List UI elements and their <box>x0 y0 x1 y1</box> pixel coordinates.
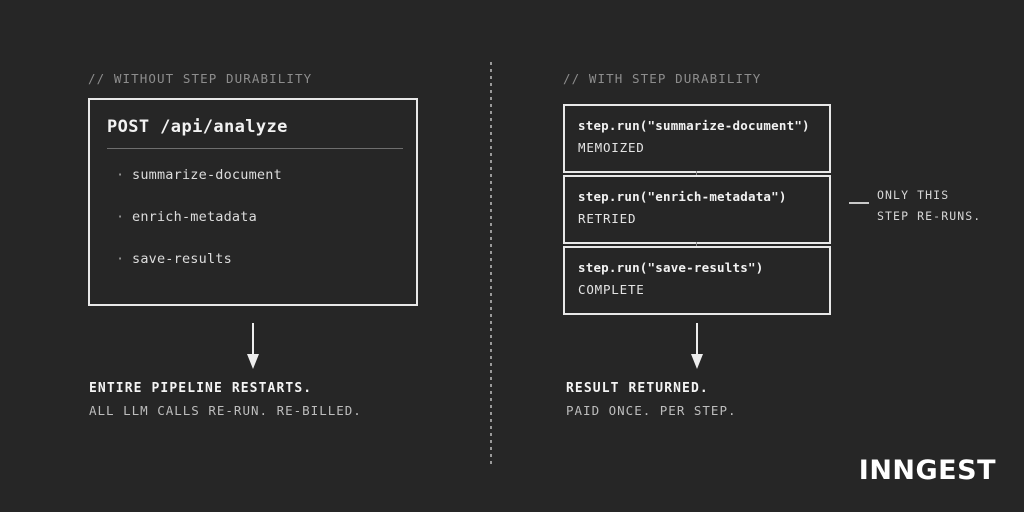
step-box-save-results: step.run("save-results") COMPLETE <box>563 246 831 315</box>
right-caption-primary: RESULT RETURNED. <box>566 381 709 396</box>
step-connector <box>696 242 697 246</box>
callout-leader-line <box>849 202 869 204</box>
arrow-stem <box>696 323 698 356</box>
bullet-icon: · <box>116 167 125 183</box>
arrow-head <box>691 354 703 369</box>
list-item: · enrich-metadata <box>116 209 257 225</box>
step-status-badge: MEMOIZED <box>578 140 645 155</box>
down-arrow-icon <box>247 323 259 369</box>
arrow-stem <box>252 323 254 356</box>
down-arrow-icon <box>691 323 703 369</box>
bullet-icon: · <box>116 251 125 267</box>
bullet-icon: · <box>116 209 125 225</box>
callout-line-2: STEP RE-RUNS. <box>877 209 982 223</box>
step-box-summarize-document: step.run("summarize-document") MEMOIZED <box>563 104 831 173</box>
monolith-endpoint-box: POST /api/analyze · summarize-document · e… <box>88 98 418 306</box>
list-item: · summarize-document <box>116 167 282 183</box>
left-caption-secondary: ALL LLM CALLS RE-RUN. RE-BILLED. <box>89 403 362 418</box>
endpoint-title: POST /api/analyze <box>107 117 288 137</box>
list-item: · save-results <box>116 251 232 267</box>
right-caption-secondary: PAID ONCE. PER STEP. <box>566 403 737 418</box>
list-item-label: enrich-metadata <box>132 209 257 225</box>
step-status-badge: RETRIED <box>578 211 637 226</box>
right-section-comment: // WITH STEP DURABILITY <box>563 71 762 86</box>
left-caption-primary: ENTIRE PIPELINE RESTARTS. <box>89 381 313 396</box>
inngest-logo: INNGEST <box>858 455 996 486</box>
step-call-label: step.run("save-results") <box>578 260 764 275</box>
list-item-label: summarize-document <box>132 167 282 183</box>
vertical-dotted-divider <box>490 62 492 464</box>
step-call-label: step.run("enrich-metadata") <box>578 189 787 204</box>
callout-line-1: ONLY THIS <box>877 188 950 202</box>
step-box-enrich-metadata: step.run("enrich-metadata") RETRIED <box>563 175 831 244</box>
list-item-label: save-results <box>132 251 232 267</box>
step-status-badge: COMPLETE <box>578 282 645 297</box>
arrow-head <box>247 354 259 369</box>
title-divider-rule <box>107 148 403 149</box>
step-connector <box>696 171 697 175</box>
step-call-label: step.run("summarize-document") <box>578 118 810 133</box>
left-section-comment: // WITHOUT STEP DURABILITY <box>88 71 313 86</box>
